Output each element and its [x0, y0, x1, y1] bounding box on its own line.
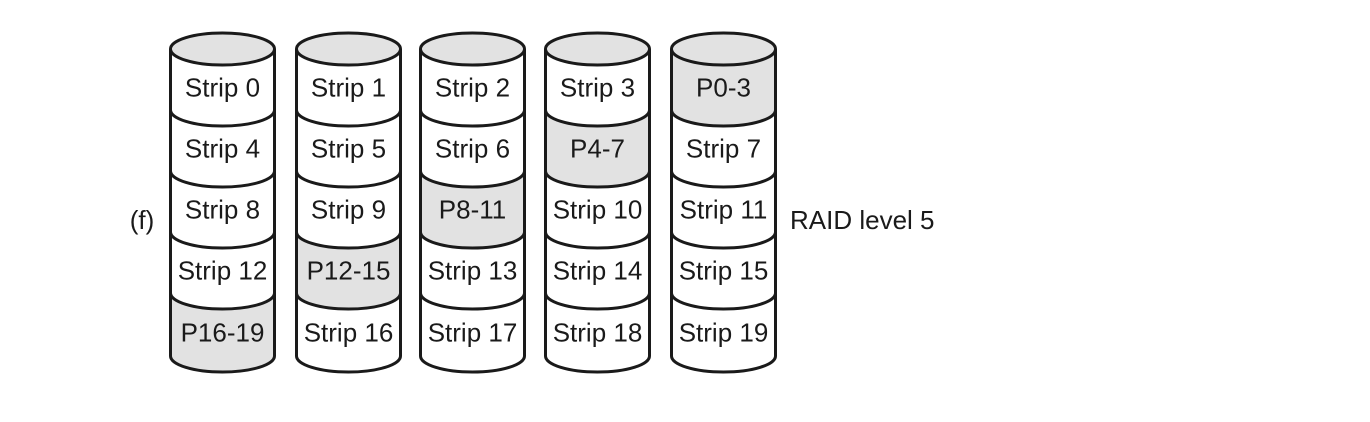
- strip-divider: [419, 170, 526, 189]
- panel-label: (f): [130, 205, 155, 235]
- disk-bottom-arc: [169, 355, 276, 374]
- strip-label: Strip 7: [686, 134, 761, 164]
- strip-divider: [670, 292, 777, 311]
- raid-level-caption: RAID level 5: [790, 205, 935, 235]
- strip-label: Strip 13: [428, 256, 518, 286]
- strip-label: Strip 9: [311, 195, 386, 225]
- parity-strip-label: P16-19: [181, 318, 265, 348]
- parity-strip-band: [671, 49, 776, 126]
- strip-divider: [169, 292, 276, 311]
- strip-label: Strip 2: [435, 73, 510, 103]
- parity-strip-band: [420, 171, 525, 248]
- strip-divider: [670, 109, 777, 128]
- disk-top-cap: [544, 31, 651, 67]
- disk-top-cap: [670, 31, 777, 67]
- strip-label: Strip 16: [304, 318, 394, 348]
- parity-strip-label: P12-15: [307, 256, 391, 286]
- strip-label: Strip 12: [178, 256, 268, 286]
- strip-label: Strip 1: [311, 73, 386, 103]
- data-strip-band: [545, 232, 650, 309]
- strip-label: Strip 11: [680, 195, 768, 225]
- strip-label: Strip 14: [553, 256, 643, 286]
- data-strip-band: [170, 110, 275, 187]
- parity-strip-band: [545, 110, 650, 187]
- data-strip-band: [296, 293, 401, 372]
- strip-label: Strip 8: [185, 195, 260, 225]
- data-strip-band: [420, 49, 525, 126]
- data-strip-band: [420, 293, 525, 372]
- strip-divider: [169, 231, 276, 250]
- data-strip-band: [296, 171, 401, 248]
- data-strip-band: [170, 232, 275, 309]
- data-strip-band: [545, 171, 650, 248]
- strip-divider: [295, 292, 402, 311]
- parity-strip-band: [170, 293, 275, 372]
- strip-label: Strip 18: [553, 318, 643, 348]
- strip-divider: [295, 109, 402, 128]
- data-strip-band: [420, 232, 525, 309]
- disk-0: Strip 0 Strip 4 Strip 8 Strip 12 P16-19: [169, 31, 276, 374]
- data-strip-band: [296, 49, 401, 126]
- strip-label: Strip 17: [428, 318, 518, 348]
- strip-divider: [544, 109, 651, 128]
- disk-top-cap: [295, 31, 402, 67]
- strip-label: Strip 0: [185, 73, 260, 103]
- strip-divider: [295, 170, 402, 189]
- data-strip-band: [671, 232, 776, 309]
- parity-strip-label: P0-3: [696, 73, 751, 103]
- strip-divider: [419, 231, 526, 250]
- parity-strip-label: P8-11: [439, 195, 506, 225]
- disk-top-cap: [419, 31, 526, 67]
- disk-top-cap: [169, 31, 276, 67]
- strip-divider: [295, 231, 402, 250]
- strip-label: Strip 10: [553, 195, 643, 225]
- disk-bottom-arc: [670, 355, 777, 374]
- strip-label: Strip 6: [435, 134, 510, 164]
- data-strip-band: [545, 49, 650, 126]
- strip-label: Strip 15: [679, 256, 769, 286]
- data-strip-band: [170, 49, 275, 126]
- parity-strip-label: P4-7: [570, 134, 625, 164]
- strip-label: Strip 4: [185, 134, 260, 164]
- strip-label: Strip 5: [311, 134, 386, 164]
- data-strip-band: [170, 171, 275, 248]
- data-strip-band: [671, 110, 776, 187]
- strip-divider: [419, 292, 526, 311]
- parity-strip-band: [296, 232, 401, 309]
- strip-divider: [169, 170, 276, 189]
- strip-divider: [544, 231, 651, 250]
- strip-divider: [169, 109, 276, 128]
- strip-divider: [419, 109, 526, 128]
- strip-label: Strip 19: [679, 318, 769, 348]
- data-strip-band: [545, 293, 650, 372]
- disk-bottom-arc: [419, 355, 526, 374]
- data-strip-band: [420, 110, 525, 187]
- strip-divider: [544, 292, 651, 311]
- strip-divider: [544, 170, 651, 189]
- data-strip-band: [296, 110, 401, 187]
- strip-divider: [670, 231, 777, 250]
- disk-bottom-arc: [295, 355, 402, 374]
- data-strip-band: [671, 293, 776, 372]
- strip-divider: [670, 170, 777, 189]
- data-strip-band: [671, 171, 776, 248]
- strip-label: Strip 3: [560, 73, 635, 103]
- disk-bottom-arc: [544, 355, 651, 374]
